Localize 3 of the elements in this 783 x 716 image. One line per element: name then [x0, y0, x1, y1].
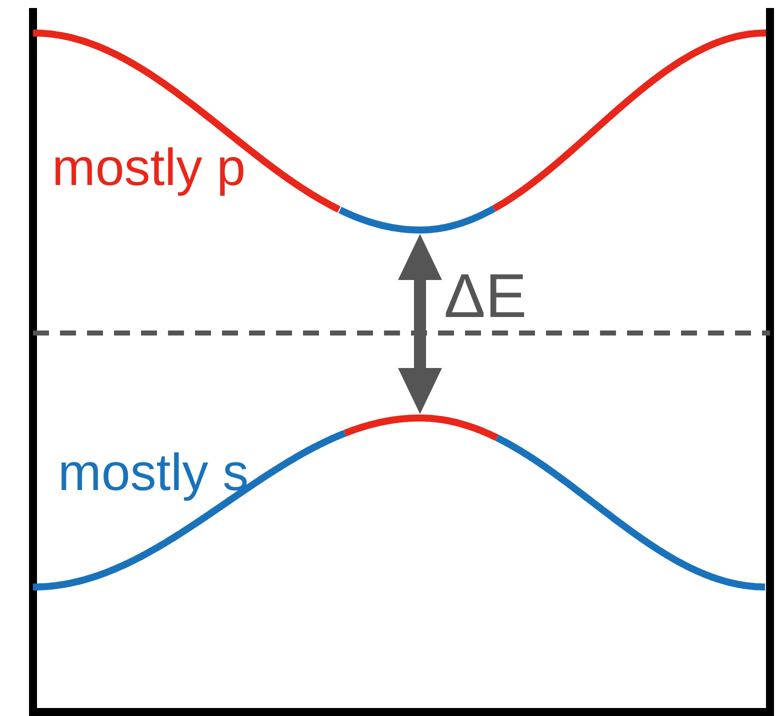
band-label: mostly s [58, 447, 249, 499]
energy-gap-label: ΔE [444, 266, 527, 328]
band-label: mostly p [52, 142, 246, 194]
